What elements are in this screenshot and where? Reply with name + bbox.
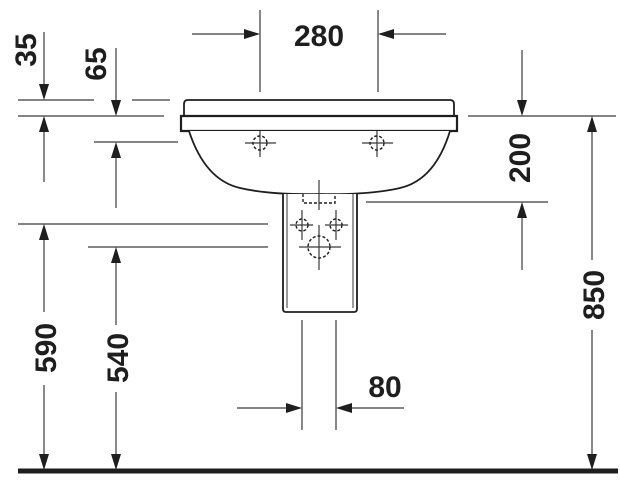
dimension-590-label: 590 xyxy=(30,323,63,373)
dimension-80: 80 xyxy=(237,320,404,430)
dimension-65: 65 xyxy=(80,47,178,208)
dimension-80-label: 80 xyxy=(368,371,401,404)
dimension-280: 280 xyxy=(192,10,446,92)
tap-hole-right-icon xyxy=(362,131,393,157)
dimension-590: 590 xyxy=(18,223,268,470)
connection-left-icon xyxy=(290,210,313,240)
dimension-200-label: 200 xyxy=(504,133,537,183)
dimension-200: 200 xyxy=(366,50,616,270)
dimension-280-label: 280 xyxy=(294,20,344,53)
semi-pedestal xyxy=(282,180,358,313)
dimension-850-label: 850 xyxy=(578,270,611,320)
connection-right-icon xyxy=(325,210,348,240)
waste-connection-icon xyxy=(299,225,341,270)
dimension-65-label: 65 xyxy=(80,47,113,80)
wash-basin xyxy=(179,99,459,196)
dimension-35: 35 xyxy=(10,32,170,182)
tap-hole-left-icon xyxy=(245,131,276,157)
dimension-540: 540 xyxy=(88,246,268,470)
dimension-540-label: 540 xyxy=(102,333,135,383)
dimension-35-label: 35 xyxy=(10,33,43,66)
dimension-850: 850 xyxy=(578,116,611,470)
